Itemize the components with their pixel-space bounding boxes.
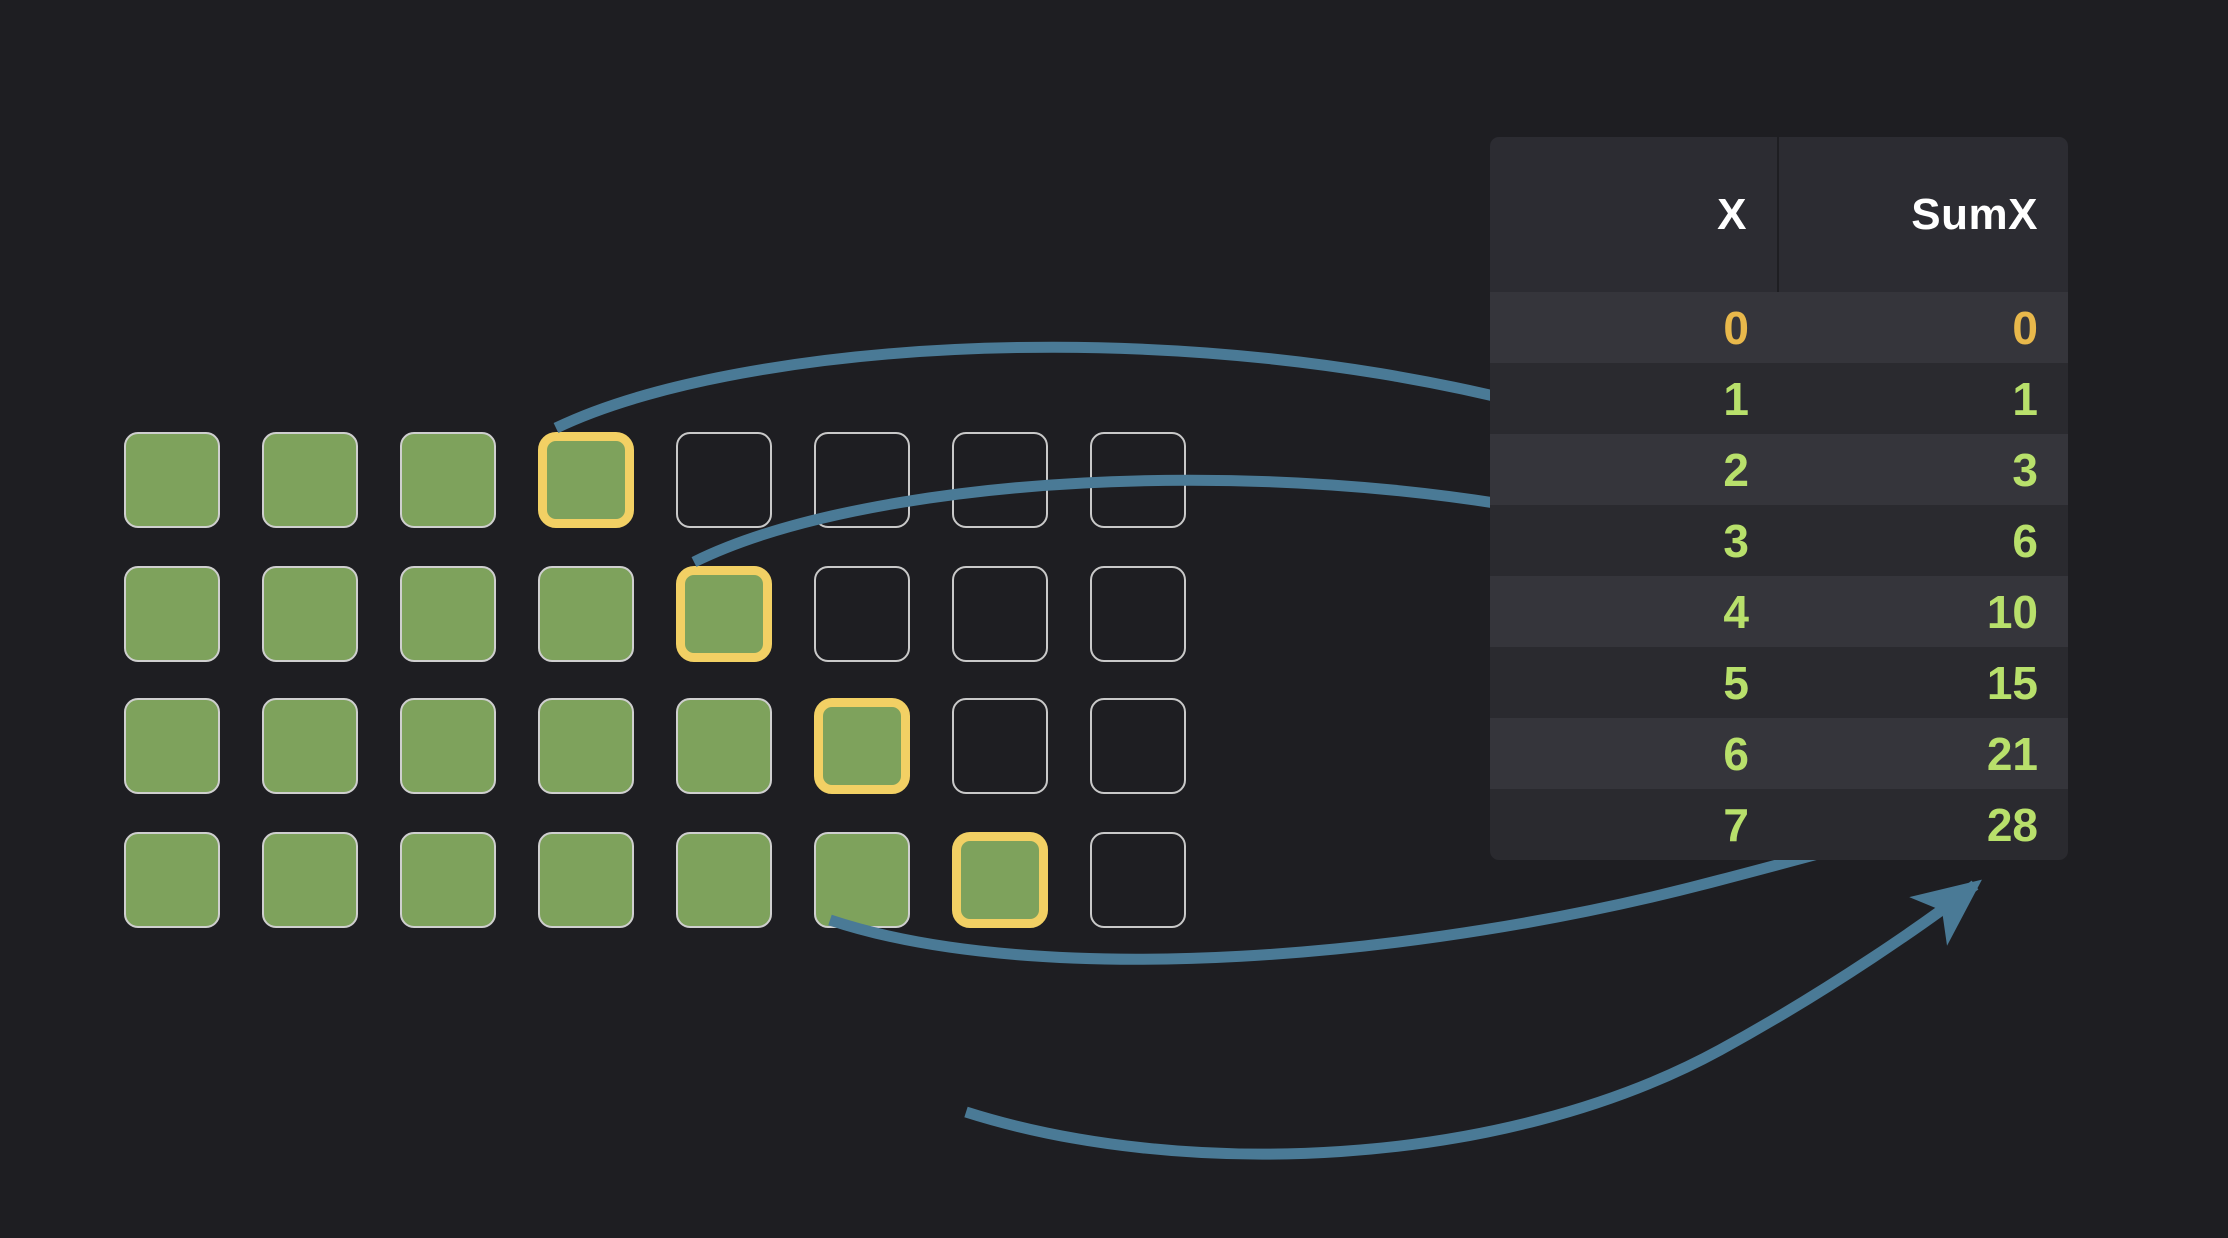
square-cell-highlighted[interactable] xyxy=(538,432,634,528)
square-cell-empty[interactable] xyxy=(952,698,1048,794)
table-row[interactable]: 5 15 xyxy=(1490,647,2068,718)
square-cell-highlighted[interactable] xyxy=(952,832,1048,928)
square-row xyxy=(124,432,1228,528)
square-cell-filled[interactable] xyxy=(124,832,220,928)
square-cell-empty[interactable] xyxy=(1090,698,1186,794)
square-cell-filled[interactable] xyxy=(814,832,910,928)
column-header-x: X xyxy=(1490,137,1779,292)
cell-x: 1 xyxy=(1723,372,1749,425)
square-row xyxy=(124,698,1228,794)
cell-sumx: 3 xyxy=(2012,443,2038,496)
cell-x: 7 xyxy=(1723,798,1749,851)
square-cell-filled[interactable] xyxy=(124,566,220,662)
square-cell-filled[interactable] xyxy=(124,698,220,794)
cell-x: 0 xyxy=(1723,301,1749,354)
table-row[interactable]: 6 21 xyxy=(1490,718,2068,789)
square-cell-filled[interactable] xyxy=(676,698,772,794)
square-cell-filled[interactable] xyxy=(262,832,358,928)
cell-sumx: 1 xyxy=(2012,372,2038,425)
cell-sumx: 28 xyxy=(1986,798,2038,851)
square-cell-filled[interactable] xyxy=(538,832,634,928)
square-cell-empty[interactable] xyxy=(1090,566,1186,662)
square-cell-empty[interactable] xyxy=(814,566,910,662)
square-cell-filled[interactable] xyxy=(262,432,358,528)
square-cell-filled[interactable] xyxy=(400,566,496,662)
square-cell-filled[interactable] xyxy=(262,698,358,794)
cell-x: 3 xyxy=(1723,514,1749,567)
square-cell-highlighted[interactable] xyxy=(676,566,772,662)
square-cell-filled[interactable] xyxy=(538,698,634,794)
cell-sumx: 21 xyxy=(1986,727,2038,780)
square-cell-filled[interactable] xyxy=(400,698,496,794)
cell-sumx: 0 xyxy=(2012,301,2038,354)
cell-sumx: 6 xyxy=(2012,514,2038,567)
square-cell-filled[interactable] xyxy=(400,832,496,928)
cell-sumx: 15 xyxy=(1986,656,2038,709)
square-cell-empty[interactable] xyxy=(952,432,1048,528)
square-grid xyxy=(124,432,1228,928)
square-cell-empty[interactable] xyxy=(676,432,772,528)
table-header-row: X SumX xyxy=(1490,137,2068,292)
square-cell-filled[interactable] xyxy=(262,566,358,662)
square-cell-filled[interactable] xyxy=(538,566,634,662)
square-cell-filled[interactable] xyxy=(400,432,496,528)
cell-x: 5 xyxy=(1723,656,1749,709)
square-cell-filled[interactable] xyxy=(124,432,220,528)
square-cell-empty[interactable] xyxy=(814,432,910,528)
square-cell-empty[interactable] xyxy=(952,566,1048,662)
square-row xyxy=(124,566,1228,662)
column-header-sumx: SumX xyxy=(1779,137,2068,292)
table-row[interactable]: 7 28 xyxy=(1490,789,2068,860)
cell-sumx: 10 xyxy=(1986,585,2038,638)
square-cell-empty[interactable] xyxy=(1090,832,1186,928)
cell-x: 4 xyxy=(1723,585,1749,638)
square-cell-empty[interactable] xyxy=(1090,432,1186,528)
cell-x: 6 xyxy=(1723,727,1749,780)
table-row[interactable]: 4 10 xyxy=(1490,576,2068,647)
cell-x: 2 xyxy=(1723,443,1749,496)
square-row xyxy=(124,832,1228,928)
square-cell-filled[interactable] xyxy=(676,832,772,928)
square-cell-highlighted[interactable] xyxy=(814,698,910,794)
